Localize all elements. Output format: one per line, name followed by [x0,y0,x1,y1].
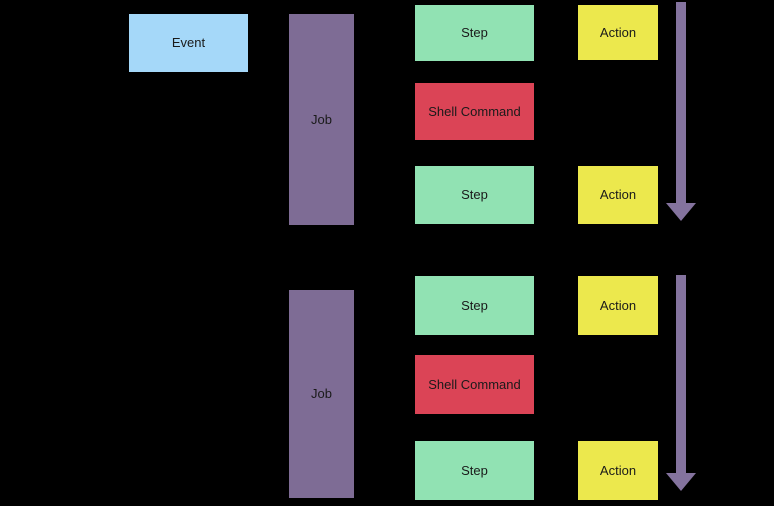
arrow-down-icon [666,203,696,221]
step-label: Step [461,462,488,478]
action-node-3: Action [578,276,658,335]
step-node-2: Step [415,166,534,224]
step-node-4: Step [415,441,534,500]
action-node-4: Action [578,441,658,500]
job-label: Job [311,386,332,402]
job-node-2: Job [289,290,354,498]
event-label: Event [171,35,206,51]
arrow-shaft [676,275,686,473]
event-node: Event [129,14,248,72]
step-node-1: Step [415,5,534,61]
flow-direction-arrow-1 [666,2,696,221]
action-label: Action [599,297,637,313]
arrow-shaft [676,2,686,203]
action-label: Action [599,462,637,478]
step-label: Step [461,297,488,313]
step-node-3: Step [415,276,534,335]
step-label: Step [461,187,488,203]
action-node-2: Action [578,166,658,224]
arrow-down-icon [666,473,696,491]
action-label: Action [599,24,637,40]
flow-direction-arrow-2 [666,275,696,491]
shell-command-label: Shell Command [428,376,521,392]
shell-command-node-2: Shell Command [415,355,534,414]
step-label: Step [461,25,488,41]
action-node-1: Action [578,5,658,60]
shell-command-node-1: Shell Command [415,83,534,140]
action-label: Action [599,187,637,203]
shell-command-label: Shell Command [428,103,521,119]
job-node-1: Job [289,14,354,225]
job-label: Job [311,111,332,127]
